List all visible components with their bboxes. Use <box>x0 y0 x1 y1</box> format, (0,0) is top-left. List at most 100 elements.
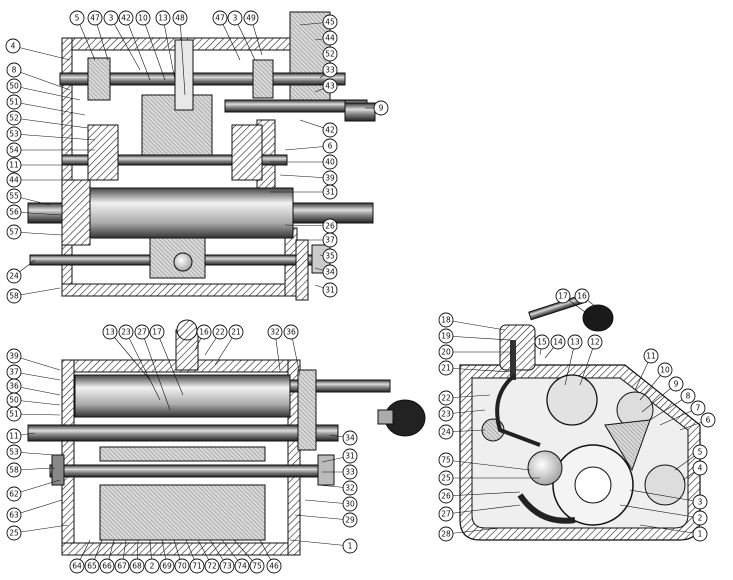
callout-circle <box>243 10 259 26</box>
top-housing-wall <box>61 283 298 297</box>
callout-leader-line <box>279 174 331 179</box>
callout-number: 68 <box>132 562 142 571</box>
callout-leader-line <box>629 489 701 503</box>
callout-circle <box>438 488 454 504</box>
callout-leader-line <box>445 335 511 341</box>
callout-circle <box>87 10 103 26</box>
callout-circle <box>6 406 22 422</box>
callout-circle <box>6 94 22 110</box>
callout-circle <box>99 558 115 574</box>
callout-number: 11 <box>9 161 19 170</box>
callout-circle <box>438 452 454 468</box>
callout-circle <box>574 288 590 304</box>
callout-number: 25 <box>441 474 451 483</box>
callout-leader-line <box>13 231 63 236</box>
callout-circle <box>196 324 212 340</box>
callout-leader-line <box>125 17 151 81</box>
callout-circle <box>322 154 338 170</box>
upper-gear <box>87 57 111 101</box>
callout-circle <box>159 558 175 574</box>
callout-number: 36 <box>286 328 296 337</box>
callout-number: 53 <box>9 130 19 139</box>
callout-circle <box>342 538 358 554</box>
callout-number: 33 <box>325 66 335 75</box>
callout-number: 26 <box>325 222 335 231</box>
callout-number: 65 <box>87 562 97 571</box>
callout-circle <box>438 328 454 344</box>
callout-circle <box>438 470 454 486</box>
callout-circle <box>342 464 358 480</box>
callout-leader-line <box>234 17 256 61</box>
callout-number: 21 <box>441 364 451 373</box>
callout-circle <box>204 558 220 574</box>
callout-number: 57 <box>9 228 19 237</box>
upper-gear <box>252 59 274 99</box>
callout-number: 6 <box>328 142 333 151</box>
callout-circle <box>69 10 85 26</box>
callout-leader-line <box>13 355 61 371</box>
callout-circle <box>322 282 338 298</box>
callout-circle <box>227 10 243 26</box>
callout-number: 2 <box>150 562 155 571</box>
callout-circle <box>342 448 358 464</box>
callout-circle <box>155 10 171 26</box>
callout-leader-line <box>219 17 241 61</box>
callout-circle <box>322 46 338 62</box>
callout-leader-line <box>13 69 71 91</box>
callout-leader-line <box>13 117 89 129</box>
callout-leader-line <box>289 539 351 547</box>
callout-number: 8 <box>12 66 17 75</box>
callout-leader-line <box>13 479 61 495</box>
callout-number: 47 <box>90 14 100 23</box>
callout-circle <box>172 10 188 26</box>
callout-circle <box>438 390 454 406</box>
callout-number: 16 <box>577 292 587 301</box>
callout-circle <box>149 324 165 340</box>
bottom-housing-wall <box>287 359 301 556</box>
callout-number: 73 <box>222 562 232 571</box>
callout-number: 74 <box>237 562 247 571</box>
callout-circle <box>134 324 150 340</box>
callout-circle <box>6 224 22 240</box>
callout-leader-line <box>13 85 81 101</box>
lever-boss <box>499 324 536 371</box>
callout-leader-line <box>445 367 513 373</box>
callout-circle <box>692 444 708 460</box>
main-shaft <box>27 424 339 442</box>
callout-leader-line <box>13 413 61 416</box>
callout-leader-line <box>12 45 71 61</box>
callout-circle <box>129 558 145 574</box>
callout-circle <box>6 78 22 94</box>
countergear <box>231 124 263 181</box>
lever-knob <box>582 304 614 332</box>
callout-number: 45 <box>325 18 335 27</box>
callout-leader-line <box>162 17 176 81</box>
callout-number: 5 <box>698 448 703 457</box>
right-cap <box>295 239 309 301</box>
callout-circle <box>322 138 338 154</box>
upper-shaft <box>59 72 346 86</box>
callout-leader-line <box>445 319 506 331</box>
callout-circle <box>234 558 250 574</box>
callout-circle <box>69 558 85 574</box>
callout-number: 24 <box>441 428 451 437</box>
callout-number: 2 <box>698 514 703 523</box>
small-gear <box>527 450 563 486</box>
callout-number: 32 <box>270 328 280 337</box>
callout-number: 37 <box>9 368 19 377</box>
callout-circle <box>322 184 338 200</box>
callout-number: 3 <box>233 14 238 23</box>
callout-number: 13 <box>570 338 580 347</box>
callout-number: 35 <box>325 252 335 261</box>
callout-leader-line <box>294 514 351 521</box>
callout-number: 1 <box>348 542 353 551</box>
spindle <box>510 340 516 380</box>
callout-number: 44 <box>9 176 19 185</box>
callout-circle <box>692 526 708 542</box>
callout-leader-line <box>445 527 501 535</box>
bottom-housing-wall <box>61 542 301 556</box>
gear-stack <box>99 484 266 541</box>
callout-circle <box>438 506 454 522</box>
callout-leader-line <box>579 341 596 386</box>
loose-sleeve <box>344 102 376 122</box>
